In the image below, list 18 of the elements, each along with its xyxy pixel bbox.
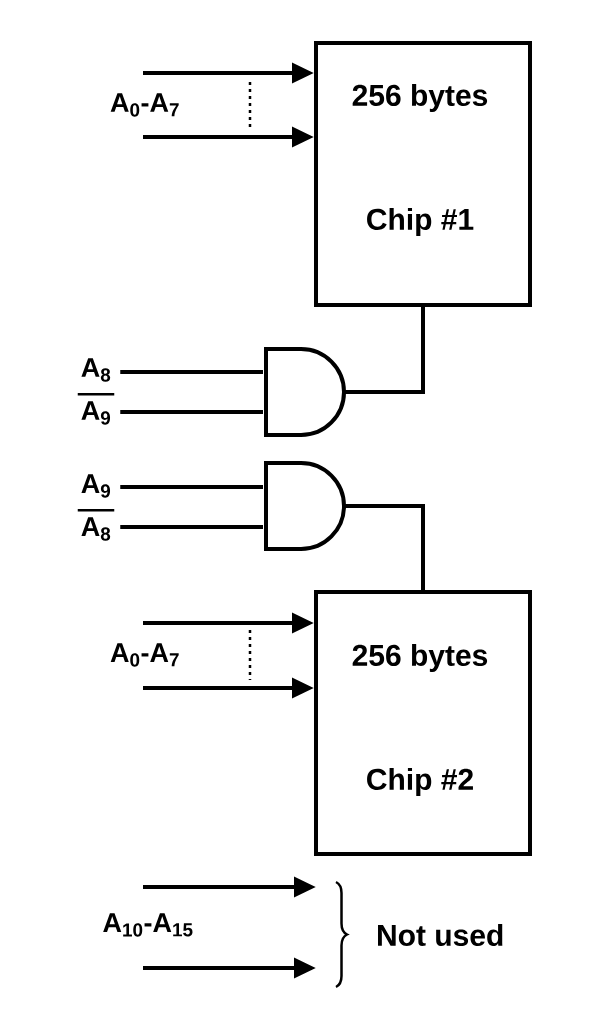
braced-note: Not used <box>335 881 503 988</box>
signal-label: A$_{9}$ <box>81 474 111 498</box>
signal-label: A$_{9}$ <box>77 393 115 425</box>
wire <box>345 307 425 394</box>
and-gate <box>264 347 346 437</box>
and-gate <box>264 461 346 551</box>
wire <box>120 485 263 489</box>
wire <box>120 410 263 414</box>
wire <box>120 525 263 529</box>
memory-chip-box: 256 bytes Chip #2 <box>314 590 532 856</box>
bus-label: A$_{0}$-A$_{7}$ <box>110 643 179 667</box>
wire <box>120 370 263 374</box>
bus-label: A$_{10}$-A$_{15}$ <box>103 913 193 937</box>
memory-chip-box: 256 bytes Chip #1 <box>314 41 532 307</box>
signal-label: A$_{8}$ <box>77 509 115 541</box>
bus-label: A$_{0}$-A$_{7}$ <box>110 93 179 117</box>
wire <box>345 504 425 590</box>
signal-label: A$_{8}$ <box>81 358 111 382</box>
